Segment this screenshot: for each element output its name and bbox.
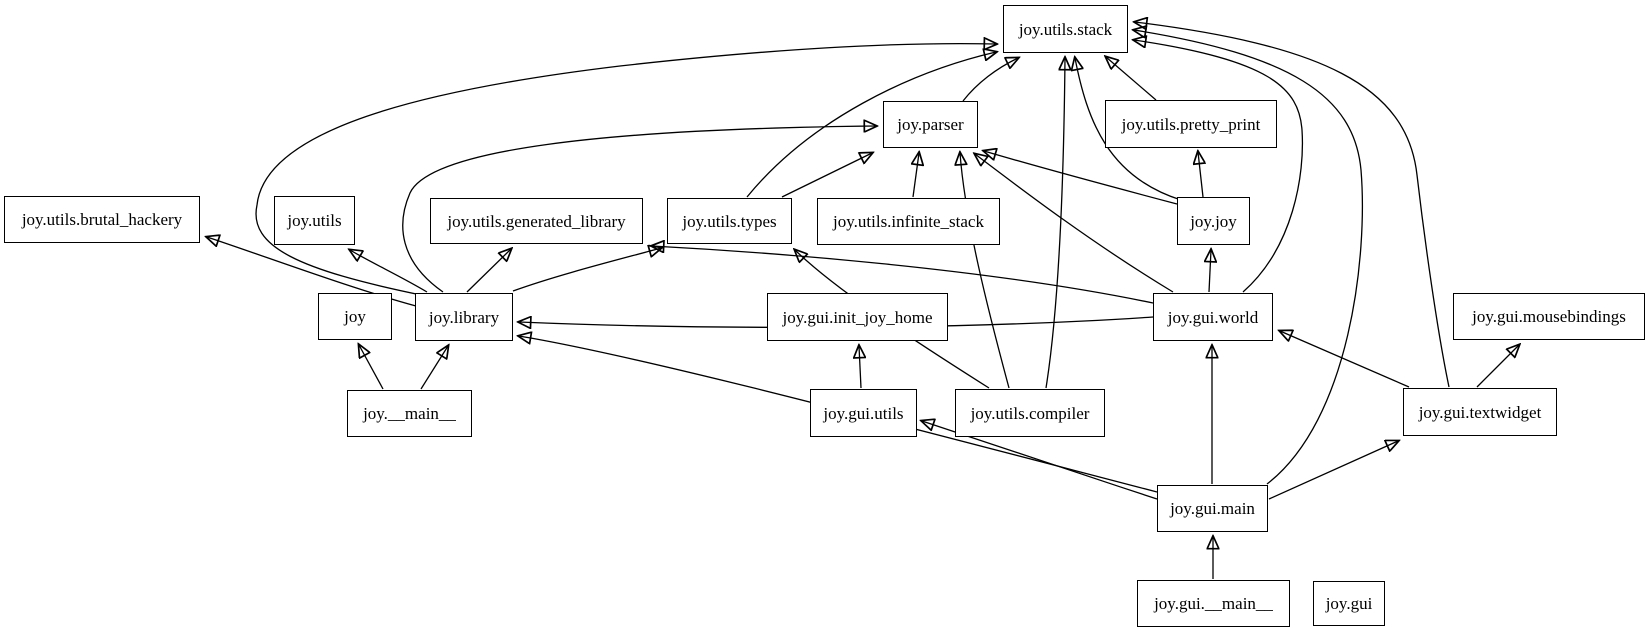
node-joy-utils-pretty-print: joy.utils.pretty_print [1105,100,1277,148]
node-joy-gui-utils: joy.gui.utils [810,389,917,437]
edge-joy-gui-textwidget--to--joy-gui-mousebindings [1476,345,1519,388]
edge-joy-gui-world--to--joy-utils-generated-library [652,246,1154,304]
edge-joy-gui-world--to--joy-joy [1209,250,1211,293]
node-joy-utils-compiler: joy.utils.compiler [955,389,1105,437]
edge-joy-gui-main--to--joy-gui-textwidget [1268,441,1398,500]
edge-joy-utils-pretty-print--to--joy-utils-stack [1106,57,1157,101]
node-joy-gui: joy.gui [1313,581,1385,626]
edge-joy-utils-compiler--to--joy-parser [960,153,1010,389]
node-joy-joy: joy.joy [1177,197,1250,245]
node-joy-gui-main: joy.gui.main [1157,485,1268,532]
edge-joy-utils-infinite-stack--to--joy-parser [913,153,919,198]
edge-joy-library--to--joy-parser [402,126,876,293]
edge-joy-library--to--joy-utils [350,250,428,293]
edge-joy-joy--to--joy-utils-pretty-print [1198,152,1203,198]
edges-group [207,22,1519,579]
node-joy-gui-mousebindings: joy.gui.mousebindings [1453,293,1645,340]
edge-joy-utils-types--to--joy-utils-stack [746,52,996,198]
edge-joy-main--to--joy-library [420,346,448,390]
node-joy-library: joy.library [415,293,513,341]
node-joy-utils-stack: joy.utils.stack [1003,5,1128,53]
edge-joy-library--to--joy-utils-generated-library [466,249,511,293]
edge-joy-utils-compiler--to--joy-utils-stack [1045,58,1065,389]
edge-joy-library--to--joy-utils-stack [255,44,996,296]
node-joy: joy [318,293,392,340]
node-joy-gui-world: joy.gui.world [1153,293,1273,341]
edge-joy-gui-utils--to--joy-gui-init-joy-home [859,346,861,389]
node-joy-utils-generated-library: joy.utils.generated_library [430,198,643,244]
edge-joy-gui-main--to--joy-library [519,336,1158,493]
node-joy-utils: joy.utils [274,196,355,245]
node-joy-gui-init-joy-home: joy.gui.init_joy_home [767,293,948,341]
node-joy-main: joy.__main__ [347,390,472,437]
edge-joy-gui-main--to--joy-utils-stack [1134,30,1363,485]
edge-joy-gui-textwidget--to--joy-gui-world [1280,331,1410,388]
edge-joy-gui-world--to--joy-parser [975,154,1174,293]
edge-joy-main--to--joy [359,345,384,390]
node-joy-parser: joy.parser [883,101,978,148]
edge-joy-gui-main--to--joy-gui-utils [922,421,1158,500]
edge-joy-parser--to--joy-utils-stack [962,58,1018,102]
node-joy-utils-types: joy.utils.types [667,198,792,244]
edge-joy-utils-types--to--joy-parser [781,153,872,198]
node-joy-utils-infinite-stack: joy.utils.infinite_stack [817,198,1000,245]
edge-joy-gui-textwidget--to--joy-utils-stack [1135,22,1450,388]
node-joy-gui-textwidget: joy.gui.textwidget [1403,388,1557,436]
edge-joy-joy--to--joy-parser [984,151,1178,205]
edge-joy-gui-world--to--joy-utils-stack [1134,40,1304,293]
node-joy-utils-brutal-hackery: joy.utils.brutal_hackery [4,196,200,243]
node-joy-gui-main-main: joy.gui.__main__ [1137,580,1290,627]
edge-joy-library--to--joy-utils-types [512,248,661,292]
